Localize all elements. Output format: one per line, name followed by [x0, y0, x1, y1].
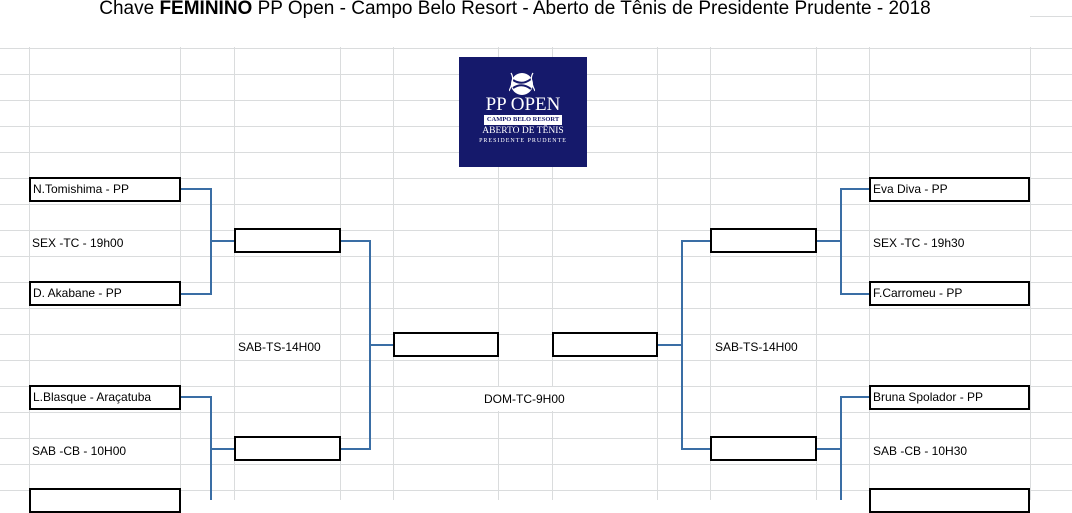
semifinal-schedule-right: SAB-TS-14H00	[713, 335, 815, 359]
semifinal-schedule-left: SAB-TS-14H00	[236, 335, 338, 359]
finalist-slot-right[interactable]	[552, 332, 658, 357]
pp-open-logo: PP OPEN CAMPO BELO RESORT ABERTO DE TÊNI…	[459, 57, 587, 167]
logo-line1: CAMPO BELO RESORT	[484, 115, 562, 124]
grid-column-line	[29, 47, 30, 500]
grid-column-line	[869, 47, 870, 500]
bracket-connector	[658, 344, 683, 346]
match-schedule: SAB -CB - 10H00	[30, 439, 172, 463]
bracket-connector	[840, 188, 842, 295]
bracket-connector	[681, 448, 710, 450]
match-schedule: SEX -TC - 19h00	[30, 231, 172, 255]
grid-column-line	[816, 47, 817, 500]
grid-column-line	[1030, 47, 1031, 500]
bracket-connector	[341, 240, 371, 242]
player-slot-right-2[interactable]: F.Carromeu - PP	[869, 281, 1030, 306]
bracket-connector	[681, 240, 683, 450]
player-slot-left-2[interactable]: D. Akabane - PP	[29, 281, 181, 306]
bracket-connector	[681, 240, 710, 242]
grid-column-line	[552, 47, 553, 500]
match-schedule: SAB -CB - 10H30	[871, 439, 1013, 463]
logo-divider	[484, 124, 562, 125]
bracket-connector	[817, 448, 842, 450]
bracket-connector	[181, 293, 212, 295]
bracket-connector	[210, 448, 234, 450]
bracket-title: Chave FEMININO PP Open - Campo Belo Reso…	[0, 0, 1030, 22]
finalist-slot-left[interactable]	[393, 332, 499, 357]
logo-line3: PRESIDENTE PRUDENTE	[479, 138, 567, 144]
grid-column-line	[180, 47, 181, 500]
logo-line2: ABERTO DE TÊNIS	[482, 126, 564, 136]
bracket-connector	[840, 396, 842, 500]
player-slot-left-1[interactable]: N.Tomishima - PP	[29, 177, 181, 202]
semifinal-slot-left-1[interactable]	[234, 228, 341, 253]
player-slot-right-3[interactable]: Bruna Spolador - PP	[869, 385, 1030, 410]
semifinal-slot-right-2[interactable]	[710, 436, 817, 461]
player-slot-left-4[interactable]	[29, 488, 181, 513]
semifinal-slot-left-2[interactable]	[234, 436, 341, 461]
grid-column-line	[234, 47, 235, 500]
player-slot-right-4[interactable]	[869, 488, 1030, 513]
tennis-ball-icon	[509, 72, 535, 95]
bracket-connector	[840, 188, 869, 190]
semifinal-slot-right-1[interactable]	[710, 228, 817, 253]
bracket-connector	[341, 448, 371, 450]
bracket-connector	[181, 396, 212, 398]
bracket-connector	[369, 344, 393, 346]
logo-brand: PP OPEN	[485, 94, 561, 115]
grid-column-line	[340, 47, 341, 500]
bracket-connector	[181, 188, 212, 190]
bracket-connector	[210, 240, 234, 242]
match-schedule: SEX -TC - 19h30	[871, 231, 1013, 255]
player-slot-right-1[interactable]: Eva Diva - PP	[869, 177, 1030, 202]
bracket-connector	[817, 240, 842, 242]
bracket-connector	[840, 396, 869, 398]
grid-line	[0, 48, 1072, 49]
bracket-connector	[840, 293, 869, 295]
grid-column-line	[657, 47, 658, 500]
final-schedule: DOM-TC-9H00	[482, 387, 572, 411]
grid-column-line	[498, 47, 499, 500]
grid-column-line	[393, 47, 394, 500]
player-slot-left-3[interactable]: L.Blasque - Araçatuba	[29, 385, 181, 410]
grid-column-line	[710, 47, 711, 500]
